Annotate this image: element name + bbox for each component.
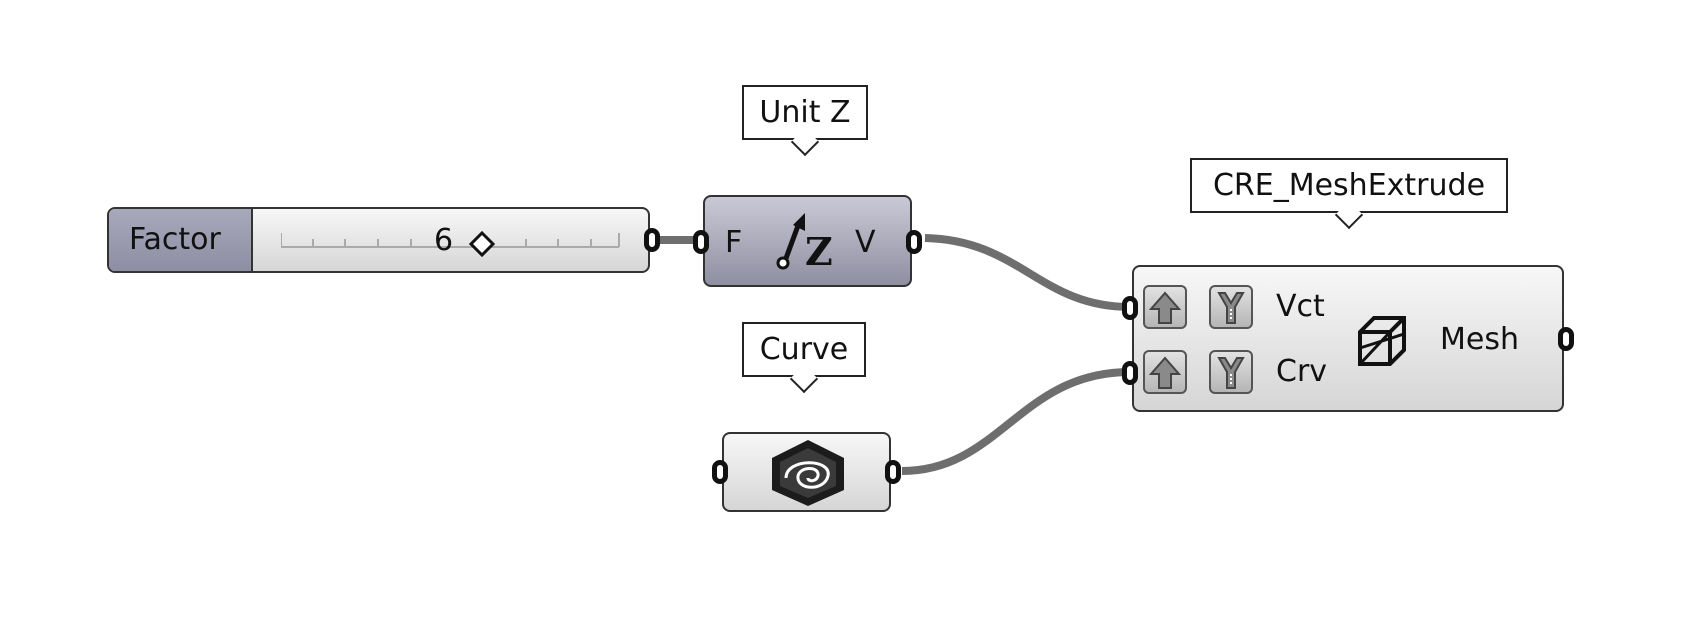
slider-label-box: Factor xyxy=(109,209,253,271)
tag-mesh-extrude: CRE_MeshExtrude xyxy=(1190,158,1508,230)
unit-z-component[interactable]: F Z V xyxy=(693,195,922,287)
curve-input-port[interactable] xyxy=(712,460,728,484)
slider-track[interactable] xyxy=(281,227,631,257)
unit-z-input-label: F xyxy=(725,225,743,260)
tag-curve: Curve xyxy=(742,322,866,394)
slider-label: Factor xyxy=(129,222,221,257)
mesh-extrude-output-mesh: Mesh xyxy=(1440,322,1519,357)
mesh-output-port[interactable] xyxy=(1558,327,1574,351)
vct-reverse-button[interactable] xyxy=(1143,285,1187,329)
wire-unitz-to-vct[interactable] xyxy=(924,234,1131,311)
unit-z-output-port[interactable] xyxy=(906,230,922,254)
vct-graft-button[interactable] xyxy=(1209,285,1253,329)
number-slider[interactable]: Factor 6 xyxy=(107,207,660,273)
curve-output-port[interactable] xyxy=(885,460,901,484)
svg-text:Z: Z xyxy=(805,229,833,273)
graft-icon xyxy=(1217,357,1245,389)
arrow-up-icon xyxy=(1148,356,1182,389)
unit-z-vector-icon: Z xyxy=(776,213,833,273)
slider-value: 6 xyxy=(434,223,454,258)
tag-curve-text: Curve xyxy=(759,332,849,367)
slider-output-port[interactable] xyxy=(644,228,660,252)
unit-z-output-label: V xyxy=(855,225,876,260)
arrow-up-icon xyxy=(1148,291,1182,324)
crv-graft-button[interactable] xyxy=(1209,350,1253,394)
tag-mesh-extrude-text: CRE_MeshExtrude xyxy=(1212,168,1486,203)
mesh-extrude-input-crv: Crv xyxy=(1276,354,1328,389)
mesh-extrude-input-vct: Vct xyxy=(1276,289,1325,324)
mesh-box-icon xyxy=(1358,316,1406,366)
crv-input-port[interactable] xyxy=(1122,361,1138,385)
crv-reverse-button[interactable] xyxy=(1143,350,1187,394)
vct-input-port[interactable] xyxy=(1122,296,1138,320)
graft-icon xyxy=(1217,292,1245,324)
tag-unit-z-text: Unit Z xyxy=(759,95,851,130)
unit-z-input-port[interactable] xyxy=(693,230,709,254)
mesh-extrude-component[interactable]: Vct Crv Mesh xyxy=(1122,265,1574,412)
curve-parameter[interactable] xyxy=(712,432,901,512)
curve-param-icon xyxy=(772,440,844,506)
tag-unit-z: Unit Z xyxy=(742,85,868,157)
slider-grip-icon[interactable] xyxy=(467,229,497,259)
wire-curve-to-crv[interactable] xyxy=(901,368,1131,475)
